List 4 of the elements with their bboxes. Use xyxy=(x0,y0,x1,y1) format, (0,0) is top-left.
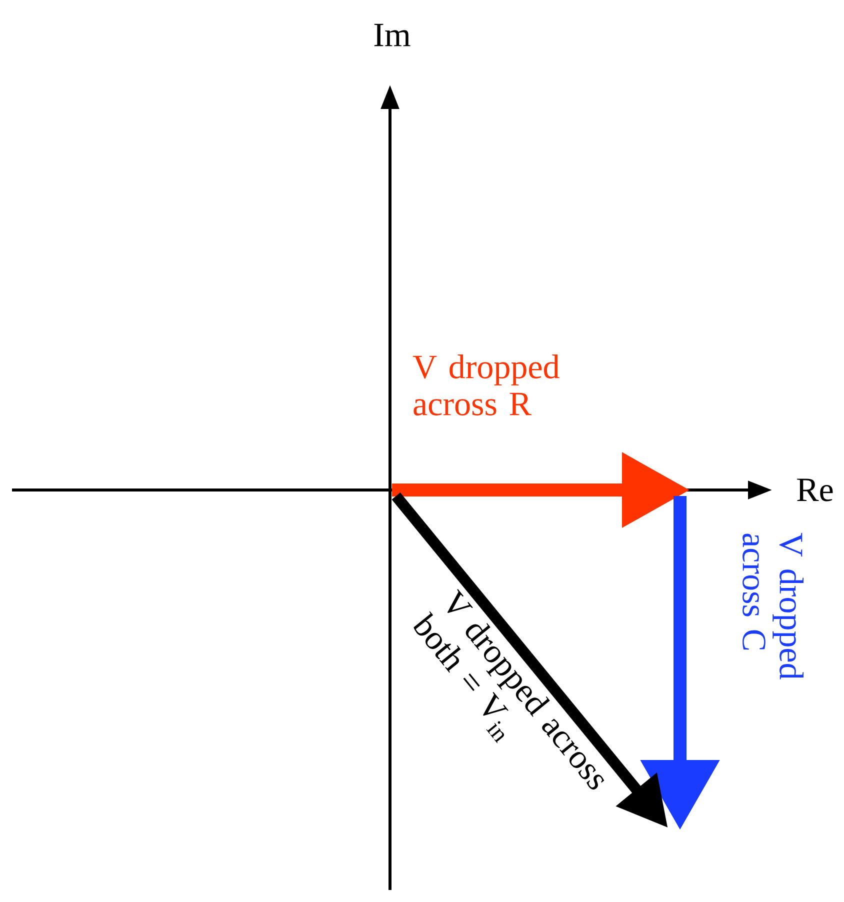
vector-label: V dropped across R xyxy=(412,354,560,416)
vector-label: V dropped across C xyxy=(742,532,804,680)
axis-label: Im xyxy=(374,24,410,46)
axis-label: Re xyxy=(797,478,833,502)
